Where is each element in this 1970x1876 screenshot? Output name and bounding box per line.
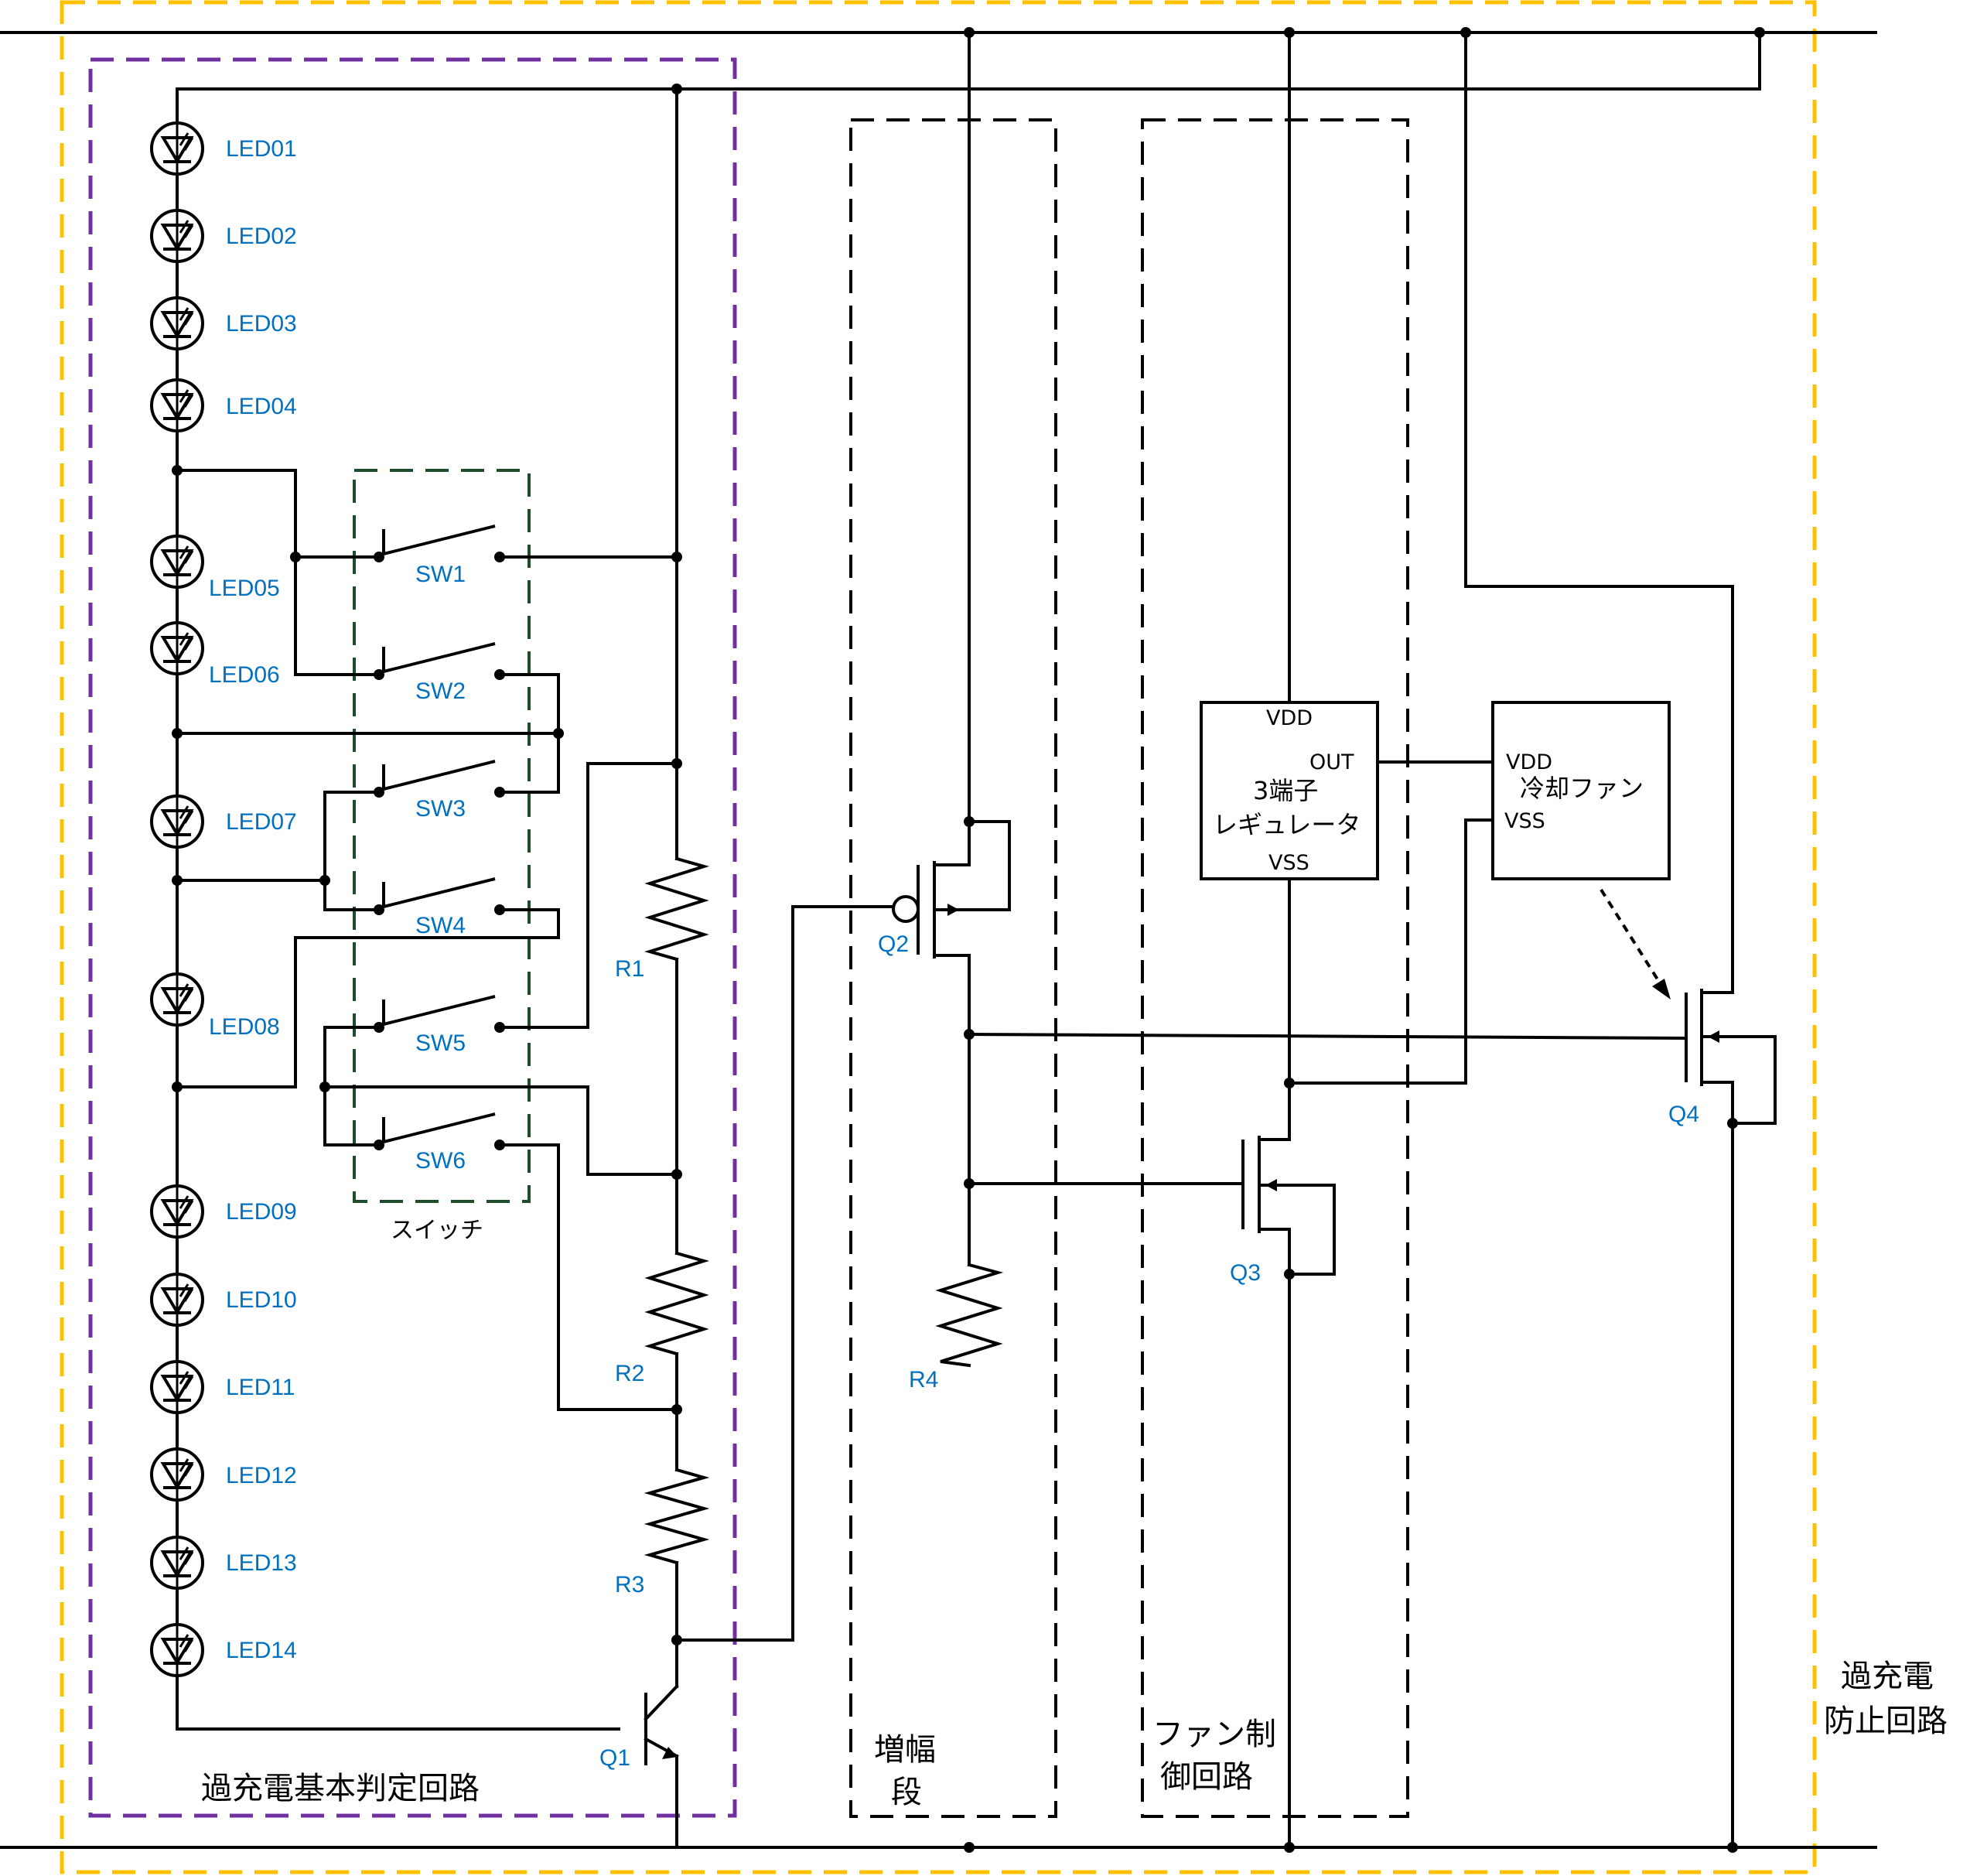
transistor-label-q4: Q4 <box>1668 1102 1699 1127</box>
led-symbol <box>150 209 204 263</box>
led-label: LED06 <box>209 662 280 688</box>
switch-label: SW6 <box>415 1148 466 1174</box>
switch-symbol <box>374 877 505 915</box>
cooling-fan <box>1288 701 1671 1085</box>
amplifier-label-1: 増幅 <box>874 1732 936 1768</box>
led-symbol <box>150 1447 204 1502</box>
fan-name: 冷却ファン <box>1520 774 1644 803</box>
led-symbol <box>150 296 204 350</box>
fan-vdd: VDD <box>1506 750 1552 774</box>
transistor-q3 <box>968 1082 1336 1849</box>
junction-dots <box>172 27 1765 1853</box>
led-symbol <box>150 121 204 176</box>
led-symbol <box>150 1536 204 1590</box>
switch-group-box <box>353 469 531 1203</box>
led-label: LED08 <box>209 1014 280 1040</box>
switch-group-label: スイッチ <box>391 1217 483 1244</box>
transistor-label-q1: Q1 <box>599 1745 630 1771</box>
switch-symbol <box>374 525 505 562</box>
judgment-circuit-box <box>88 57 737 1818</box>
led-label: LED10 <box>226 1287 297 1313</box>
transistor-q1 <box>644 1684 679 1849</box>
fan-labels: VDD 冷却ファン VSS <box>1504 750 1644 833</box>
switch-label: SW3 <box>415 796 466 822</box>
resistor-label-r4: R4 <box>909 1367 938 1392</box>
regulator-vdd: VDD <box>1266 706 1313 730</box>
fan-vss: VSS <box>1504 809 1545 833</box>
amplifier-label-2: 段 <box>891 1775 922 1810</box>
led-label: LED14 <box>226 1638 297 1663</box>
regulator-name-2: レギュレータ <box>1213 810 1361 839</box>
fan-control-box <box>1141 118 1409 1818</box>
transistor-label-q2: Q2 <box>878 931 909 957</box>
regulator-vss: VSS <box>1268 851 1309 875</box>
switch-symbol <box>374 995 505 1033</box>
led-label: LED12 <box>226 1463 297 1488</box>
led-symbol <box>150 1360 204 1414</box>
amplifier-stage-box <box>849 118 1057 1818</box>
led-label: LED05 <box>209 576 280 601</box>
resistor-r4 <box>935 1263 1004 1368</box>
resistor-r1 <box>644 856 709 962</box>
resistor-label-r1: R1 <box>615 956 644 982</box>
led-symbol <box>150 378 204 432</box>
transistor-q4 <box>967 31 1777 1849</box>
led-labels: LED01 LED02 LED03 LED04 LED05 LED06 LED0… <box>209 136 297 1663</box>
resistor-r2 <box>644 1251 709 1356</box>
transistor-label-q3: Q3 <box>1230 1260 1261 1286</box>
led-symbol <box>150 1623 204 1677</box>
led-symbol <box>150 972 204 1027</box>
led-symbol <box>150 794 204 849</box>
resistor-label-r3: R3 <box>615 1572 644 1598</box>
block-labels: 過充電基本判定回路 増幅 段 ファン制 御回路 過充電 防止回路 <box>201 1659 1948 1810</box>
led-symbol <box>150 1273 204 1327</box>
regulator-labels: VDD OUT 3端子 レギュレータ VSS <box>1213 706 1361 875</box>
led-label: LED03 <box>226 311 297 337</box>
switch-array <box>374 525 505 1150</box>
switch-symbol <box>374 760 505 798</box>
protection-label-2: 防止回路 <box>1824 1703 1948 1739</box>
switch-label: SW5 <box>415 1030 466 1056</box>
regulator-out: OUT <box>1309 750 1354 774</box>
resistor-label-r2: R2 <box>615 1361 644 1386</box>
switch-labels: SW1 SW2 SW3 SW4 SW5 SW6 スイッチ <box>391 562 483 1244</box>
led-label: LED07 <box>226 809 297 835</box>
led-label: LED09 <box>226 1199 297 1225</box>
led-label: LED02 <box>226 224 297 249</box>
fan-control-label-1: ファン制 <box>1152 1717 1276 1752</box>
resistor-r3 <box>644 1468 710 1565</box>
regulator <box>1200 31 1494 1085</box>
led-label: LED11 <box>226 1375 295 1400</box>
regulator-name-1: 3端子 <box>1253 776 1318 805</box>
led-string <box>150 121 204 1677</box>
led-label: LED13 <box>226 1550 297 1576</box>
transistor-q2 <box>892 31 1011 1266</box>
switch-symbol <box>374 642 505 680</box>
led-symbol <box>150 621 204 675</box>
led-symbol <box>150 535 204 589</box>
led-symbol <box>150 1184 204 1239</box>
switch-symbol <box>374 1112 505 1150</box>
component-labels: R1 R2 R3 R4 Q1 Q2 Q3 Q4 <box>599 931 1699 1771</box>
protection-circuit-box <box>60 0 1817 1874</box>
switch-label: SW4 <box>415 913 466 938</box>
led-label: LED01 <box>226 136 297 162</box>
protection-label-1: 過充電 <box>1841 1659 1934 1694</box>
led-label: LED04 <box>226 394 297 419</box>
fan-control-label-2: 御回路 <box>1160 1759 1253 1795</box>
judgment-circuit-label: 過充電基本判定回路 <box>201 1771 480 1806</box>
switch-label: SW2 <box>415 678 466 704</box>
judgment-wiring <box>176 31 1761 1731</box>
switch-label: SW1 <box>415 562 466 587</box>
